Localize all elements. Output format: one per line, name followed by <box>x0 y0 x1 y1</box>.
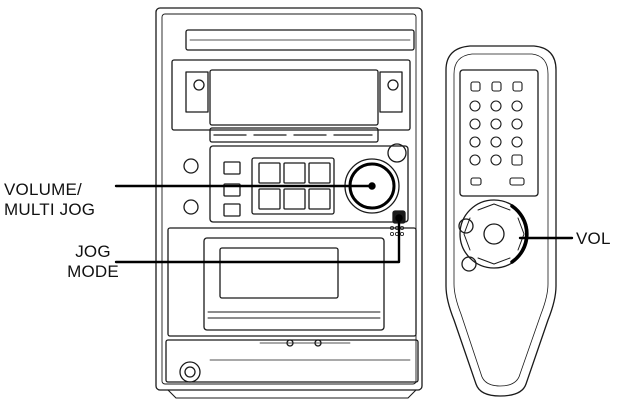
top-slot <box>185 29 415 51</box>
jog-label-line-1: JOG <box>75 242 111 261</box>
upper-panel <box>171 59 411 131</box>
upper-right-button <box>387 79 399 91</box>
unit-cabinet <box>155 7 423 391</box>
leader-lines <box>114 182 574 264</box>
volume-leader-dot <box>368 182 376 190</box>
button-strip <box>209 127 379 143</box>
left-mini-button-2 <box>223 183 241 197</box>
jog-label-line-2: MODE <box>67 262 119 281</box>
remote-body <box>445 45 557 397</box>
remote-keys <box>469 81 525 186</box>
lower-panel <box>167 227 417 337</box>
grid-button-3 <box>308 162 331 184</box>
remote-bottom-button <box>461 256 477 272</box>
remote-keypad <box>459 69 539 197</box>
control-panel <box>209 145 409 223</box>
jog-mode-leader-dot <box>395 214 403 222</box>
right-round-button <box>387 143 407 163</box>
left-mini-button-3 <box>223 203 241 217</box>
upper-right-tab <box>379 71 403 113</box>
grid-button-2 <box>283 162 306 184</box>
volume-label-line-1: VOLUME/ <box>4 180 82 199</box>
left-round-button-bottom <box>183 199 199 215</box>
bottom-tray <box>165 339 419 383</box>
remote-body-inner <box>453 53 549 387</box>
left-round-button-top <box>183 158 199 174</box>
remote-control <box>445 45 557 397</box>
grid-button-5 <box>283 188 306 210</box>
jog-mode-leader-line <box>114 216 401 264</box>
main-unit <box>155 7 423 399</box>
volume-multi-jog-label: VOLUME/ MULTI JOG <box>4 180 95 220</box>
remote-dpad-center <box>483 223 505 245</box>
volume-label-line-2: MULTI JOG <box>4 200 96 219</box>
jog-mode-label: JOG MODE <box>60 242 126 282</box>
remote-vol-ring <box>510 204 529 264</box>
grid-button-6 <box>308 188 331 210</box>
cassette-door <box>203 237 385 331</box>
headphone-jack-outer <box>179 361 201 383</box>
upper-left-tab <box>185 71 209 113</box>
headphone-jack-inner <box>184 366 196 378</box>
remote-left-side-button <box>458 218 474 234</box>
grid-button-4 <box>258 188 281 210</box>
cassette-window <box>219 247 339 299</box>
grid-button-1 <box>258 162 281 184</box>
upper-left-button <box>193 79 205 91</box>
left-mini-button-1 <box>223 161 241 175</box>
unit-cabinet-inner <box>161 13 417 385</box>
vol-label: VOL <box>576 229 611 248</box>
upper-display-window <box>209 69 379 126</box>
